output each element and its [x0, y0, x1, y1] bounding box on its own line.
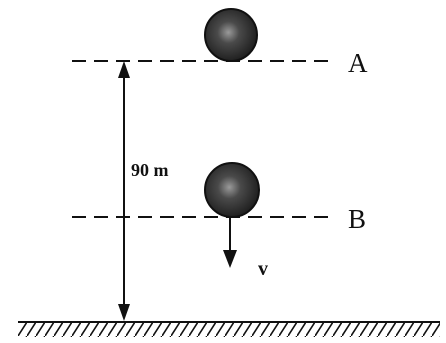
ball-at-a — [204, 8, 258, 62]
height-arrow-bottom-head — [118, 304, 130, 321]
ground-hatching — [18, 323, 440, 337]
level-a-label: A — [348, 48, 368, 78]
height-arrow-top-head — [118, 61, 130, 78]
level-b-label: B — [348, 204, 366, 234]
velocity-label: v — [258, 258, 268, 280]
height-label: 90 m — [131, 160, 169, 180]
velocity-arrow-head — [223, 250, 237, 268]
ball-at-b — [204, 162, 260, 218]
